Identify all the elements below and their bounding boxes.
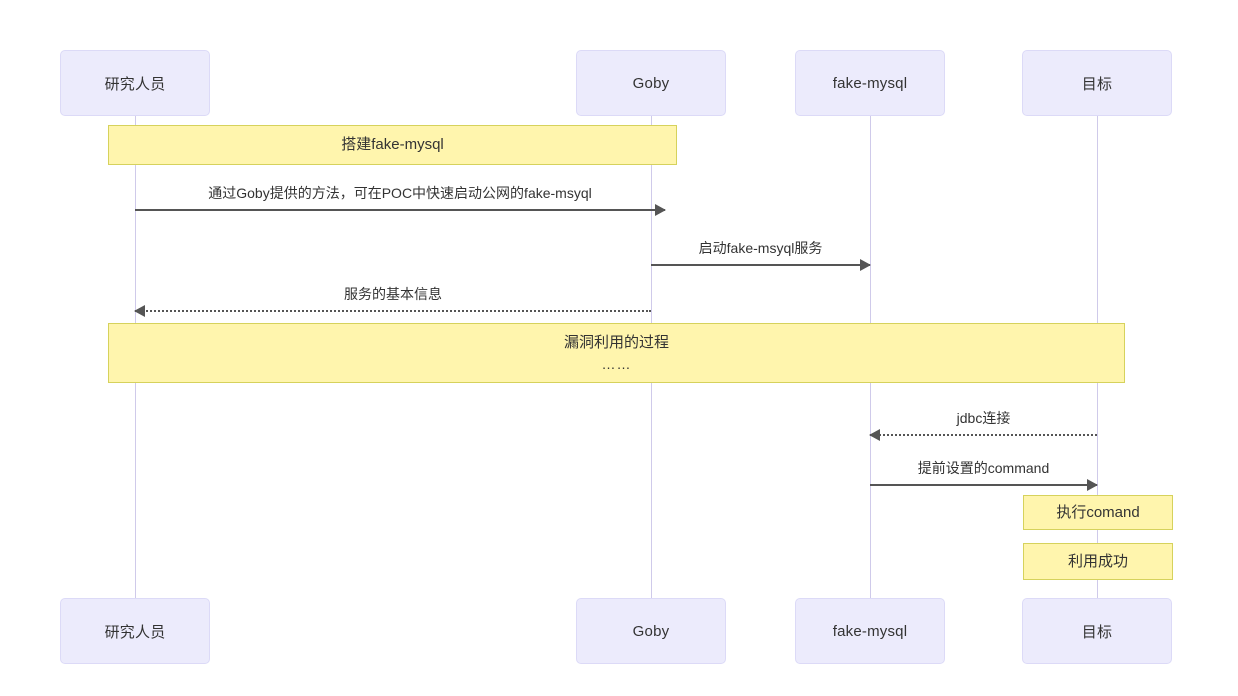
msg-jdbc-connect[interactable]: jdbc连接 <box>869 410 1097 441</box>
note-exploit-success[interactable]: 利用成功 <box>1023 543 1173 580</box>
msg-start-fake-mysql[interactable]: 启动fake-msyql服务 <box>651 240 871 271</box>
msg-service-info[interactable]: 服务的基本信息 <box>134 286 651 317</box>
participant-researcher-top[interactable]: 研究人员 <box>60 50 210 116</box>
note-exploit-process[interactable]: 漏洞利用的过程 …… <box>108 323 1125 383</box>
arrowhead-right-icon <box>860 259 871 271</box>
participant-fake-mysql-bottom[interactable]: fake-mysql <box>795 598 945 664</box>
participant-label: fake-mysql <box>832 74 908 92</box>
participant-label: 研究人员 <box>104 623 166 641</box>
message-label: jdbc连接 <box>956 410 1011 426</box>
participant-label: 研究人员 <box>104 75 166 93</box>
arrowhead-right-icon <box>655 204 666 216</box>
participant-label: 目标 <box>1081 75 1113 93</box>
arrowhead-right-icon <box>1087 479 1098 491</box>
msg-goby-method[interactable]: 通过Goby提供的方法，可在POC中快速启动公网的fake-msyql <box>135 185 666 216</box>
message-line <box>870 484 1097 486</box>
participant-fake-mysql-top[interactable]: fake-mysql <box>795 50 945 116</box>
message-label: 启动fake-msyql服务 <box>698 240 823 256</box>
participant-target-bottom[interactable]: 目标 <box>1022 598 1172 664</box>
note-build-fake-mysql[interactable]: 搭建fake-mysql <box>108 125 677 165</box>
message-line <box>870 434 1097 436</box>
note-subtext: …… <box>601 355 632 372</box>
participant-label: Goby <box>632 74 670 92</box>
participant-goby-bottom[interactable]: Goby <box>576 598 726 664</box>
message-line <box>135 209 665 211</box>
participant-label: 目标 <box>1081 623 1113 641</box>
arrowhead-left-icon <box>134 305 145 317</box>
note-text: 漏洞利用的过程 <box>563 333 669 351</box>
participant-label: fake-mysql <box>832 622 908 640</box>
msg-preset-command[interactable]: 提前设置的command <box>870 460 1098 491</box>
message-line <box>651 264 870 266</box>
participant-label: Goby <box>632 622 670 640</box>
participant-researcher-bottom[interactable]: 研究人员 <box>60 598 210 664</box>
message-label: 通过Goby提供的方法，可在POC中快速启动公网的fake-msyql <box>208 185 592 201</box>
note-text: 利用成功 <box>1067 552 1128 570</box>
message-line <box>135 310 651 312</box>
participant-goby-top[interactable]: Goby <box>576 50 726 116</box>
note-text: 执行comand <box>1056 503 1140 521</box>
note-text: 搭建fake-mysql <box>341 136 444 154</box>
message-label: 服务的基本信息 <box>344 286 442 302</box>
arrowhead-left-icon <box>869 429 880 441</box>
note-exec-command[interactable]: 执行comand <box>1023 495 1173 530</box>
participant-target-top[interactable]: 目标 <box>1022 50 1172 116</box>
message-label: 提前设置的command <box>917 460 1050 476</box>
